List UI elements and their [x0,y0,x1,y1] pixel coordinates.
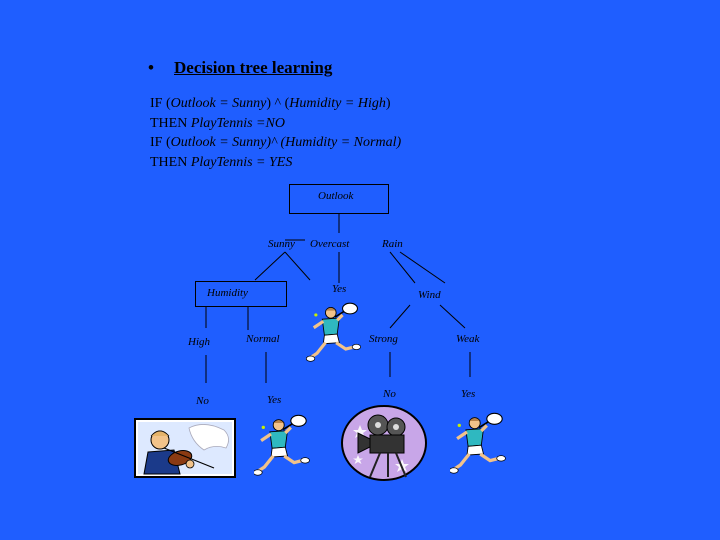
branch-overcast: Overcast [310,238,350,250]
rule-line: THEN PlayTennis =NO [150,115,285,131]
high-leaf-no: No [196,395,209,407]
wind-node-label: Wind [418,289,441,301]
overcast-leaf-yes: Yes [332,283,347,295]
branch-weak: Weak [456,333,480,345]
rule-line: THEN PlayTennis = YES [150,154,293,170]
branch-rain: Rain [382,238,403,250]
branch-sunny: Sunny [268,238,295,250]
tennis-player-icon [306,301,362,363]
weak-leaf-yes: Yes [461,388,476,400]
branch-normal: Normal [246,333,280,345]
tennis-player-icon [450,411,506,475]
violin-player-icon [134,418,236,478]
bullet-icon: • [148,58,154,77]
outlook-node-box [289,184,389,214]
tennis-player-icon [254,413,310,477]
rule-line: IF (Outlook = Sunny)^ (Humidity = Normal… [150,135,402,150]
heading-text: Decision tree learning [174,58,333,77]
rule-line: IF (Outlook = Sunny) ^ (Humidity = High) [150,96,391,111]
branch-high: High [188,336,210,348]
outlook-node-label: Outlook [318,190,354,202]
humidity-node-box [195,281,287,307]
normal-leaf-yes: Yes [267,394,282,406]
movie-camera-icon [341,405,427,481]
rules-text: IF (Outlook = Sunny) ^ (Humidity = High)… [150,94,401,172]
humidity-node-label: Humidity [207,287,248,299]
strong-leaf-no: No [383,388,396,400]
slide-heading: • Decision tree learning [148,58,332,78]
branch-strong: Strong [369,333,398,345]
